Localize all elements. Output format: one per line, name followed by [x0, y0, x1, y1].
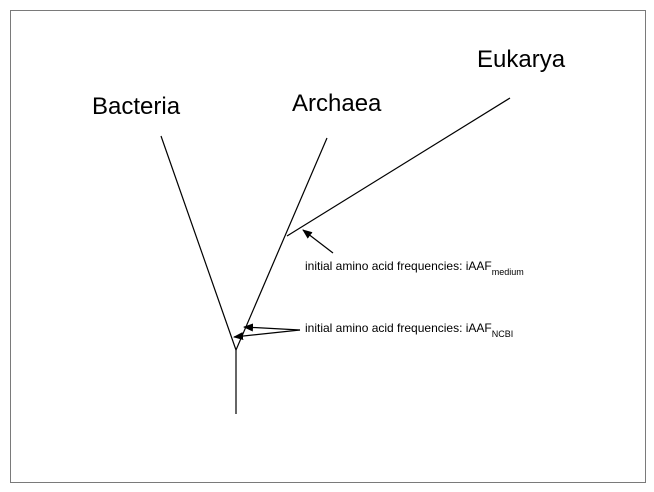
archaea-branch: [235, 137, 328, 351]
archaea-label: Archaea: [292, 90, 382, 117]
bacteria-label: Bacteria: [92, 93, 181, 120]
ncbi-arrow-upper: [243, 323, 301, 332]
eukarya-branch: [286, 97, 511, 237]
ncbi-annotation-text: initial amino acid frequencies: iAAF: [305, 321, 492, 335]
eukarya-label: Eukarya: [477, 46, 566, 73]
plot-frame: [10, 10, 646, 483]
medium-arrow: [302, 229, 334, 254]
ncbi-annotation: initial amino acid frequencies: iAAFNCBI: [305, 322, 513, 339]
medium-annotation-text: initial amino acid frequencies: iAAF: [305, 259, 492, 273]
medium-annotation-subscript: medium: [491, 267, 524, 277]
bacteria-branch: [160, 135, 237, 351]
medium-annotation: initial amino acid frequencies: iAAFmedi…: [305, 260, 524, 277]
ncbi-annotation-subscript: NCBI: [491, 329, 514, 339]
ncbi-arrow-lower: [233, 329, 301, 341]
